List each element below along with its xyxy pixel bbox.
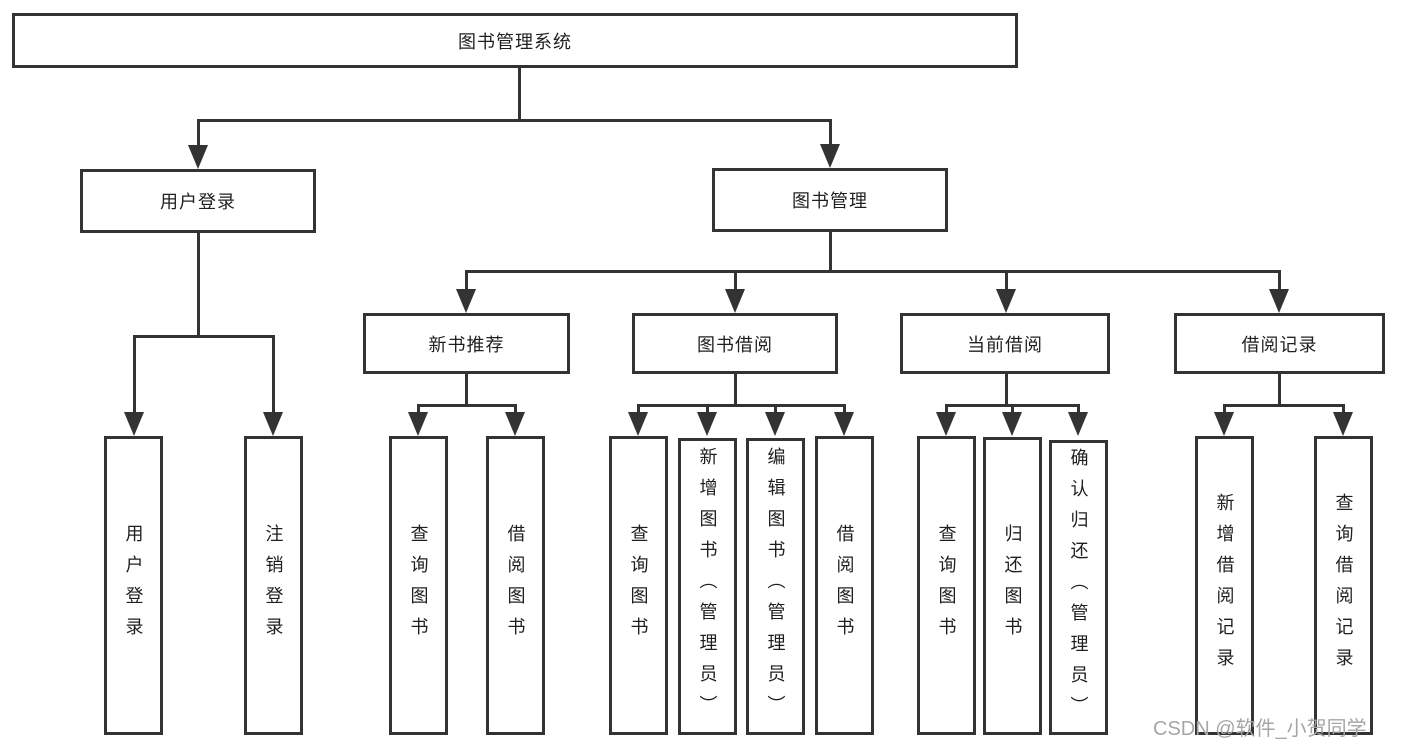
connector-level1-bar xyxy=(197,119,832,122)
connector-stem xyxy=(734,374,737,406)
leaf-label: 查询图书 xyxy=(628,523,649,648)
arrow-down-icon xyxy=(697,412,717,436)
leaf-query-books: 查询图书 xyxy=(389,436,448,735)
leaf-borrow-books: 借阅图书 xyxy=(815,436,874,735)
connector-leg xyxy=(1342,404,1345,414)
leaf-user-login: 用户登录 xyxy=(104,436,163,735)
connector-leg xyxy=(945,404,948,414)
arrow-down-icon xyxy=(1333,412,1353,436)
node-library-management-system: 图书管理系统 xyxy=(12,13,1018,68)
connector-user-login-bar xyxy=(133,335,275,338)
arrow-down-icon xyxy=(1068,412,1088,436)
connector-bar xyxy=(637,404,846,407)
arrow-down-icon xyxy=(408,412,428,436)
connector-leg xyxy=(1223,404,1226,414)
leaf-label: 借阅图书 xyxy=(505,523,526,648)
connector-leg xyxy=(829,119,832,146)
connector-stem xyxy=(1278,374,1281,406)
leaf-query-books: 查询图书 xyxy=(917,436,976,735)
leaf-label: 确认归还（管理员） xyxy=(1068,448,1089,727)
leaf-add-borrow-record: 新增借阅记录 xyxy=(1195,436,1254,735)
arrow-down-icon xyxy=(725,289,745,313)
arrow-down-icon xyxy=(188,145,208,169)
connector-leg xyxy=(734,270,737,290)
connector-leg xyxy=(843,404,846,414)
node-label: 用户登录 xyxy=(160,192,236,212)
node-label: 当前借阅 xyxy=(967,334,1043,355)
leaf-label: 借阅图书 xyxy=(834,523,855,648)
leaf-logout: 注销登录 xyxy=(244,436,303,735)
node-label: 图书借阅 xyxy=(697,334,773,355)
leaf-label: 注销登录 xyxy=(263,523,284,648)
arrow-down-icon xyxy=(124,412,144,436)
arrow-down-icon xyxy=(456,289,476,313)
connector-leg xyxy=(133,335,136,413)
leaf-label: 查询借阅记录 xyxy=(1333,492,1354,679)
leaf-label: 查询图书 xyxy=(936,523,957,648)
leaf-label: 用户登录 xyxy=(123,523,144,648)
leaf-return-books: 归还图书 xyxy=(983,437,1042,735)
leaf-label: 编辑图书（管理员） xyxy=(765,447,786,726)
connector-user-login-stem xyxy=(197,233,200,337)
connector-book-mgmt-stem xyxy=(829,232,832,272)
arrow-down-icon xyxy=(1214,412,1234,436)
node-label: 新书推荐 xyxy=(428,334,505,355)
connector-leg xyxy=(417,404,420,414)
arrow-down-icon xyxy=(834,412,854,436)
connector-leg xyxy=(1011,404,1014,414)
arrow-down-icon xyxy=(263,412,283,436)
node-borrowing-records: 借阅记录 xyxy=(1174,313,1385,374)
leaf-confirm-return-admin: 确认归还（管理员） xyxy=(1049,440,1108,735)
csdn-watermark: CSDN @软件_小贺同学 xyxy=(1153,718,1367,740)
node-label: 图书管理 xyxy=(792,191,868,211)
connector-root-stem xyxy=(518,68,521,121)
node-label: 图书管理系统 xyxy=(458,31,572,52)
arrow-down-icon xyxy=(505,412,525,436)
leaf-edit-book-admin: 编辑图书（管理员） xyxy=(746,438,805,735)
arrow-down-icon xyxy=(996,289,1016,313)
node-book-borrowing: 图书借阅 xyxy=(632,313,838,374)
leaf-borrow-books: 借阅图书 xyxy=(486,436,545,735)
connector-leg xyxy=(1077,404,1080,414)
node-label: 借阅记录 xyxy=(1241,334,1318,355)
connector-leg xyxy=(514,404,517,414)
connector-stem xyxy=(465,374,468,406)
connector-leg xyxy=(774,404,777,414)
node-book-management: 图书管理 xyxy=(712,168,948,232)
leaf-query-borrow-record: 查询借阅记录 xyxy=(1314,436,1373,735)
arrow-down-icon xyxy=(628,412,648,436)
connector-leg xyxy=(272,335,275,413)
leaf-label: 新增图书（管理员） xyxy=(697,447,718,726)
connector-leg xyxy=(1005,270,1008,290)
leaf-query-books: 查询图书 xyxy=(609,436,668,735)
connector-stem xyxy=(1005,374,1008,406)
leaf-add-book-admin: 新增图书（管理员） xyxy=(678,438,737,735)
connector-leg xyxy=(465,270,468,290)
connector-leg xyxy=(197,119,200,147)
arrow-down-icon xyxy=(1002,412,1022,436)
connector-bar xyxy=(1223,404,1345,407)
arrow-down-icon xyxy=(765,412,785,436)
leaf-label: 查询图书 xyxy=(408,523,429,648)
leaf-label: 新增借阅记录 xyxy=(1214,492,1235,679)
node-current-borrowing: 当前借阅 xyxy=(900,313,1110,374)
connector-level2-bar xyxy=(465,270,1281,273)
leaf-label: 归还图书 xyxy=(1002,524,1023,648)
node-new-book-recommendation: 新书推荐 xyxy=(363,313,570,374)
arrow-down-icon xyxy=(1269,289,1289,313)
arrow-down-icon xyxy=(936,412,956,436)
connector-leg xyxy=(706,404,709,414)
arrow-down-icon xyxy=(820,144,840,168)
node-user-login: 用户登录 xyxy=(80,169,316,233)
connector-leg xyxy=(1278,270,1281,290)
connector-bar xyxy=(417,404,517,407)
connector-leg xyxy=(637,404,640,414)
